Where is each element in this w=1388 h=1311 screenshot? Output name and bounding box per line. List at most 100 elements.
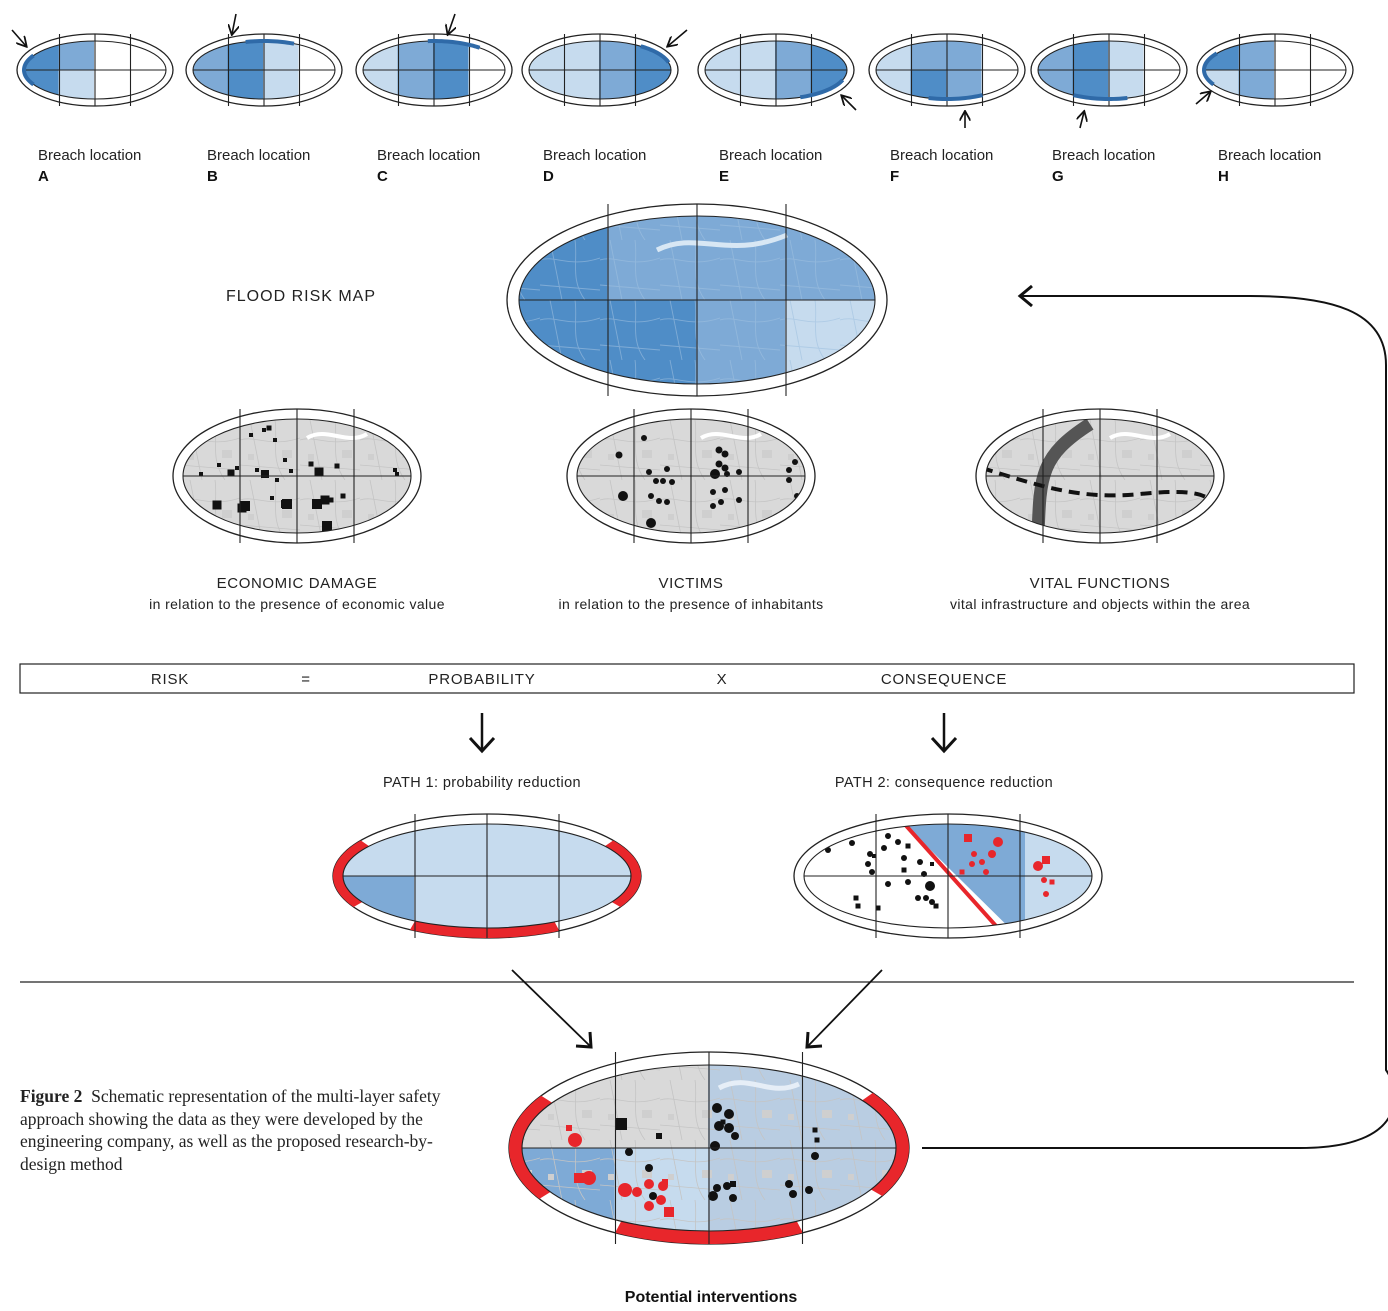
inhabitants-marker (731, 1132, 739, 1140)
breach-arrow-icon (1080, 112, 1084, 129)
economic-value-marker (261, 470, 269, 478)
inhabitants-marker (648, 493, 654, 499)
victims-map (566, 408, 816, 544)
inhabitants-marker (646, 469, 652, 475)
zone-cell (433, 41, 471, 70)
economic-value-marker (255, 468, 259, 472)
economic-value-marker (872, 854, 876, 858)
zone-cell (433, 70, 471, 99)
inhabitants-marker (656, 1195, 666, 1205)
inhabitants-marker (785, 1180, 793, 1188)
inhabitants-marker (786, 477, 792, 483)
breach-label: Breach location (1218, 147, 1321, 164)
path1-map (332, 813, 642, 939)
flood-risk-map: FLOOD RISK MAP (226, 203, 888, 397)
feedback-loop-arrow (922, 295, 1388, 1149)
inhabitants-marker (729, 1194, 737, 1202)
breach-segment (21, 53, 35, 87)
inhabitants-marker (646, 518, 656, 528)
inner-ellipse (518, 215, 876, 385)
inner-ellipse (803, 823, 1093, 929)
breach-letter: B (207, 168, 218, 185)
down-arrow-path2-icon (930, 713, 958, 754)
zone-cell (1238, 70, 1276, 99)
river (699, 432, 763, 440)
inhabitants-marker (849, 840, 855, 846)
economic-value-marker (212, 500, 222, 510)
breach-label: Breach location (207, 147, 310, 164)
breach-segment (928, 93, 983, 101)
economic-value-marker (812, 1127, 818, 1133)
zone-cell (94, 70, 132, 99)
inhabitants-marker (724, 1109, 734, 1119)
inhabitants-marker (736, 497, 742, 503)
zone-cell (910, 70, 948, 99)
river (305, 432, 369, 440)
inhabitants-marker (969, 861, 975, 867)
inhabitants-marker (710, 1141, 720, 1151)
inhabitants-marker (805, 1186, 813, 1194)
inhabitants-marker (901, 855, 907, 861)
inhabitants-marker (718, 499, 724, 505)
zone-cell (1274, 70, 1312, 99)
zone-cell (414, 824, 488, 876)
inhabitants-marker (905, 879, 911, 885)
layer-title-vital: VITAL FUNCTIONS (1030, 575, 1171, 592)
zone-cell (1238, 41, 1276, 70)
economic-value-marker (814, 1137, 820, 1143)
reinforced-dike-segment (604, 840, 641, 907)
equation-consequence: CONSEQUENCE (881, 671, 1007, 688)
reinforced-dike-segment (333, 840, 370, 907)
inhabitants-marker (885, 833, 891, 839)
economic-value-marker (964, 834, 972, 842)
inner-ellipse (342, 823, 632, 929)
inhabitants-marker (869, 869, 875, 875)
inhabitants-marker (644, 1179, 654, 1189)
economic-value-marker (720, 1119, 726, 1125)
zone-cell (1072, 41, 1110, 70)
feedback-arrowhead-icon (1017, 284, 1033, 308)
zone-cell (58, 41, 96, 70)
economic-value-marker (312, 499, 322, 509)
breach-letter: A (38, 168, 49, 185)
highway (1031, 419, 1094, 533)
inhabitants-marker (649, 1192, 657, 1200)
risk-equation: RISK = PROBABILITY X CONSEQUENCE (19, 663, 1355, 694)
inhabitants-marker (971, 851, 977, 857)
breach-arrow-icon (842, 96, 857, 111)
inner-ellipse (576, 418, 806, 534)
vital-functions-map (975, 408, 1225, 544)
inhabitants-marker (645, 1164, 653, 1172)
breach-letter: C (377, 168, 388, 185)
breach-letter: F (890, 168, 899, 185)
zone-cell (414, 876, 488, 928)
inhabitants-marker (714, 1121, 724, 1131)
zone-cell (227, 70, 265, 99)
breach-arrow-icon (448, 13, 455, 34)
breach-arrow-icon (11, 29, 26, 46)
zone-cell (775, 41, 813, 70)
zone-cell (599, 41, 637, 70)
inhabitants-marker (625, 1148, 633, 1156)
equation-probability: PROBABILITY (428, 671, 535, 688)
economic-value-marker (662, 1179, 668, 1185)
economic-value-marker (273, 438, 277, 442)
inhabitants-marker (710, 503, 716, 509)
economic-value-marker (615, 1118, 627, 1130)
inhabitants-marker (925, 881, 935, 891)
economic-value-marker (235, 466, 239, 470)
inhabitants-marker (923, 895, 929, 901)
breach-label: Breach location (38, 147, 141, 164)
breach-label: Breach location (1052, 147, 1155, 164)
breach-segment (1202, 51, 1218, 87)
inhabitants-marker (1033, 861, 1043, 871)
breach-segment (427, 39, 481, 50)
layer-subtitle-vital: vital infrastructure and objects within … (950, 596, 1250, 612)
inhabitants-marker (993, 837, 1003, 847)
economic-value-marker (959, 869, 965, 875)
